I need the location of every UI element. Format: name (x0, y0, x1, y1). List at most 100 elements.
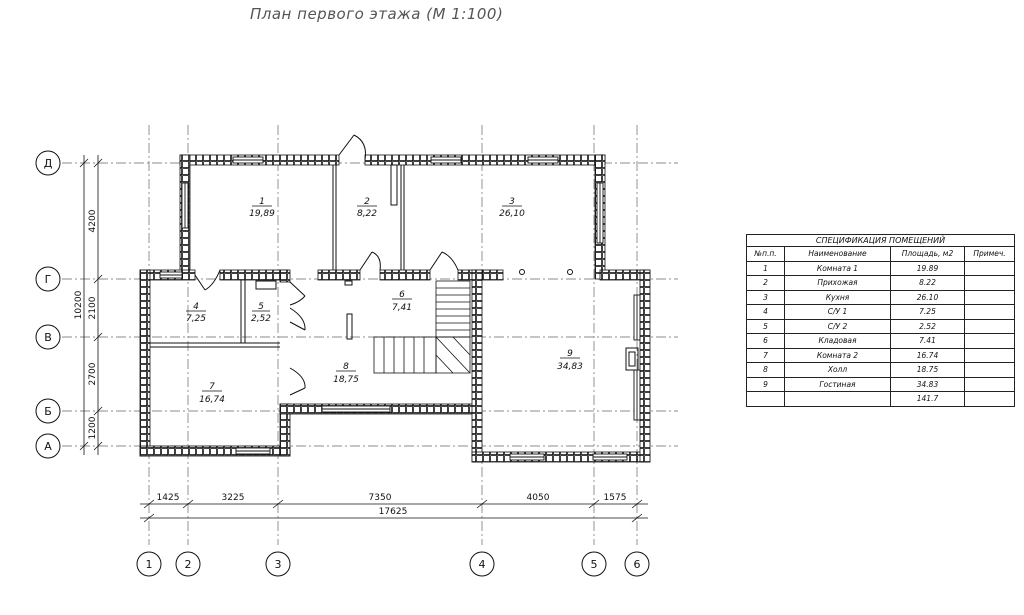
axis-label-v: В (44, 331, 52, 344)
spec-header-note: Примеч. (964, 246, 1015, 262)
spec-cell-name: Комната 1 (784, 260, 891, 276)
spec-cell-num: 5 (746, 318, 785, 334)
room-specification-table: СПЕЦИФИКАЦИЯ ПОМЕЩЕНИЙ №п.п. Наименовани… (746, 234, 1015, 407)
axis-label-a: А (44, 440, 52, 453)
room-3-area: 26,10 (499, 209, 525, 219)
room-5-number: 5 (258, 302, 264, 312)
spec-cell-note (964, 275, 1015, 291)
spec-cell-num: 9 (746, 376, 785, 392)
room-2-number: 2 (364, 197, 370, 207)
windows (159, 156, 641, 461)
dim-v-2: 2100 (88, 296, 98, 319)
spec-cell-name: С/У 2 (784, 318, 891, 334)
spec-total-area: 141.7 (890, 391, 965, 407)
dim-h-total: 17625 (379, 507, 408, 517)
spec-cell-num: 8 (746, 362, 785, 378)
spec-cell-area: 2.52 (890, 318, 965, 334)
room-8-area: 18,75 (333, 375, 359, 385)
spec-cell-num: 1 (746, 260, 785, 276)
dim-h-4: 4050 (527, 493, 550, 503)
axis-label-g: Г (45, 273, 52, 286)
spec-cell-area: 18.75 (890, 362, 965, 378)
spec-cell-note (964, 362, 1015, 378)
spec-cell-area: 26.10 (890, 289, 965, 305)
spec-cell-note (964, 289, 1015, 305)
spec-cell-name: Кухня (784, 289, 891, 305)
spec-cell-note (964, 260, 1015, 276)
room-7-area: 16,74 (199, 395, 225, 405)
room-6-area: 7,41 (392, 303, 412, 313)
dim-v-4: 1200 (88, 416, 98, 439)
dim-h-1: 1425 (157, 493, 180, 503)
dim-v-total: 10200 (74, 290, 84, 319)
room-8-number: 8 (343, 362, 349, 372)
staircase (373, 280, 471, 374)
axis-markers (35, 150, 650, 577)
spec-cell-note (964, 347, 1015, 363)
spec-header-name: Наименование (784, 246, 891, 262)
spec-header-row: №п.п. Наименование Площадь, м2 Примеч. (746, 246, 1015, 262)
axis-label-b: Б (44, 405, 52, 418)
axis-label-5: 5 (591, 558, 598, 571)
axis-label-6: 6 (634, 558, 641, 571)
spec-cell-area: 8.22 (890, 275, 965, 291)
spec-cell-area: 7.25 (890, 304, 965, 320)
spec-cell-area: 16.74 (890, 347, 965, 363)
room-9-area: 34,83 (557, 362, 583, 372)
spec-cell-name: Комната 2 (784, 347, 891, 363)
axis-label-2: 2 (185, 558, 192, 571)
spec-cell-name: Кладовая (784, 333, 891, 349)
spec-cell-note (964, 318, 1015, 334)
dim-v-1: 4200 (88, 209, 98, 232)
spec-cell-note (964, 333, 1015, 349)
spec-cell-num: 4 (746, 304, 785, 320)
spec-cell-num: 7 (746, 347, 785, 363)
spec-cell-area: 7.41 (890, 333, 965, 349)
room-4-area: 7,25 (186, 314, 206, 324)
spec-cell-name: С/У 1 (784, 304, 891, 320)
spec-header-num: №п.п. (746, 246, 785, 262)
spec-cell-name: Прихожая (784, 275, 891, 291)
dimension-lines (79, 155, 648, 523)
room-6-number: 6 (399, 290, 405, 300)
dim-h-3: 7350 (369, 493, 392, 503)
spec-cell-note (964, 304, 1015, 320)
axis-label-d: Д (44, 157, 53, 170)
room-9-number: 9 (567, 349, 573, 359)
spec-total-row: 141.7 (746, 391, 1015, 407)
room-3-number: 3 (509, 197, 515, 207)
spec-cell-area: 34.83 (890, 376, 965, 392)
dim-h-2: 3225 (222, 493, 245, 503)
room-2-area: 8,22 (357, 209, 377, 219)
spec-cell-note (964, 376, 1015, 392)
spec-cell-name: Гостиная (784, 376, 891, 392)
spec-cell-num: 6 (746, 333, 785, 349)
room-1-area: 19,89 (249, 209, 275, 219)
room-1-number: 1 (259, 197, 265, 207)
dim-v-3: 2700 (88, 362, 98, 385)
spec-cell-num: 2 (746, 275, 785, 291)
dim-h-5: 1575 (604, 493, 627, 503)
room-5-area: 2,52 (251, 314, 271, 324)
spec-cell-area: 19.89 (890, 260, 965, 276)
axis-grid-lines (62, 125, 678, 545)
plan-title: План первого этажа (М 1:100) (250, 5, 504, 23)
axis-label-3: 3 (275, 558, 282, 571)
interior-partitions (150, 164, 405, 348)
axis-label-1: 1 (146, 558, 153, 571)
axis-label-4: 4 (479, 558, 486, 571)
spec-header-area: Площадь, м2 (890, 246, 965, 262)
spec-cell-num: 3 (746, 289, 785, 305)
doors (194, 134, 639, 396)
room-4-number: 4 (193, 302, 199, 312)
